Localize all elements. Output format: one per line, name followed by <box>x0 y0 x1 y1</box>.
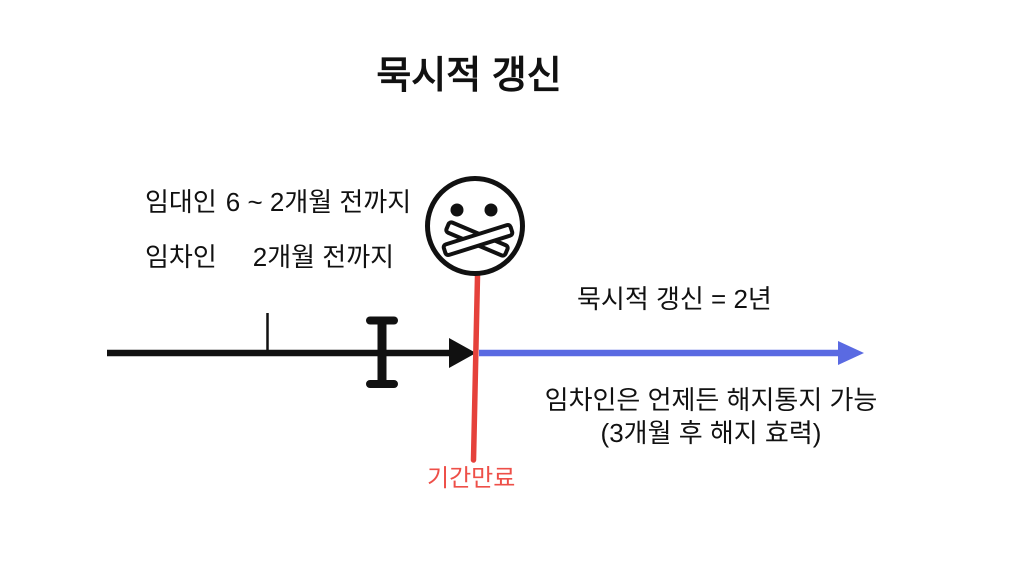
silenced-face-icon <box>425 176 525 276</box>
tenant-notice-rule: 임차인 2개월 전까지 <box>145 242 394 272</box>
renewal-arrow <box>479 341 864 365</box>
tenant-label: 임차인 <box>145 242 217 272</box>
notice-window-marker <box>366 316 398 388</box>
tenant-notice-period: 2개월 전까지 <box>252 242 395 272</box>
face-left-eye <box>450 203 464 217</box>
tape-strip-front <box>441 222 515 258</box>
termination-note-line1: 임차인은 언제든 해지통지 가능 <box>544 385 878 415</box>
timeline-arrowhead-icon <box>449 338 476 368</box>
renewal-arrowhead-icon <box>838 341 864 365</box>
expiry-label: 기간만료 <box>427 465 516 492</box>
face-right-eye <box>484 203 498 217</box>
timeline-axis <box>107 338 476 368</box>
page-title: 묵시적 갱신 <box>376 55 562 97</box>
tenant-termination-note: 임차인은 언제든 해지통지 가능 (3개월 후 해지 효력) <box>508 384 914 450</box>
implicit-renewal-duration-label: 묵시적 갱신 = 2년 <box>577 284 772 314</box>
landlord-notice-period: 6 ~ 2개월 전까지 <box>225 187 412 217</box>
landlord-label: 임대인 <box>145 187 217 217</box>
landlord-notice-rule: 임대인 6 ~ 2개월 전까지 <box>145 187 411 217</box>
termination-note-line2: (3개월 후 해지 효력) <box>600 418 822 448</box>
expiry-line <box>470 273 481 463</box>
